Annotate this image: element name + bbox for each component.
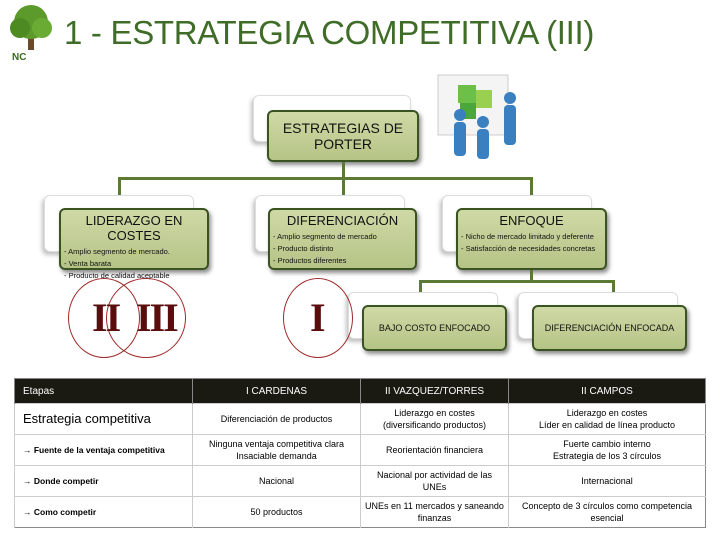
bullet: - Producto de calidad aceptable — [64, 271, 170, 280]
header-cell: Etapas — [14, 378, 193, 404]
connector — [419, 280, 422, 294]
bullet: - Producto distinto — [273, 244, 334, 253]
cell: Concepto de 3 círculos como competencia … — [508, 496, 706, 528]
cell: Ninguna ventaja competitiva clara Insaci… — [192, 434, 361, 466]
cell: Liderazgo en costes Líder en calidad de … — [508, 403, 706, 435]
cell: UNEs en 11 mercados y saneando finanzas — [360, 496, 509, 528]
marker-iii: III — [136, 295, 179, 340]
branch-liderazgo-costes: LIDERAZGO EN COSTES- Amplio segmento de … — [59, 208, 209, 280]
logo-tree-icon: NC — [10, 5, 52, 62]
cell: Reorientación financiera — [360, 434, 509, 466]
connector — [530, 177, 533, 199]
header-cell: I CARDENAS — [192, 378, 361, 404]
header-cell: II CAMPOS — [508, 378, 706, 404]
connector — [419, 280, 614, 283]
marker-i: I — [310, 295, 326, 340]
cell: Estrategia competitiva — [14, 403, 193, 435]
cell: Fuerte cambio interno Estrategia de los … — [508, 434, 706, 466]
cell: Nacional — [192, 465, 361, 497]
marker-ii: II — [92, 295, 121, 340]
connector — [612, 280, 615, 294]
sub-bajo-costo-enfocado: BAJO COSTO ENFOCADO — [362, 305, 507, 351]
cell: → Como competir — [14, 496, 193, 528]
sub-diferenciacion-enfocada: DIFERENCIACIÓN ENFOCADA — [532, 305, 687, 351]
branch-diferenciacion: DIFERENCIACIÓN- Amplio segmento de merca… — [268, 208, 417, 270]
connector — [118, 177, 121, 199]
branch-enfoque: ENFOQUE- Nicho de mercado limitado y def… — [456, 208, 607, 270]
connector — [342, 177, 345, 199]
cell: → Fuente de la ventaja competitiva — [14, 434, 193, 466]
team-puzzle-illustration-icon — [437, 74, 516, 159]
cell: → Donde competir — [14, 465, 193, 497]
bullet: - Satisfacción de necesidades concretas — [461, 244, 596, 253]
cell: Nacional por actividad de las UNEs — [360, 465, 509, 497]
venn-circle — [106, 278, 186, 358]
bullet: - Nicho de mercado limitado y deferente — [461, 232, 594, 241]
header-cell: II VAZQUEZ/TORRES — [360, 378, 509, 404]
slide-title: 1 - ESTRATEGIA COMPETITIVA (III) — [64, 14, 595, 51]
cell: Liderazgo en costes (diversificando prod… — [360, 403, 509, 435]
cell: Diferenciación de productos — [192, 403, 361, 435]
bullet: - Amplio segmento de mercado. — [64, 247, 170, 256]
connector — [342, 162, 345, 179]
bullet: - Venta barata — [64, 259, 112, 268]
bullet: - Amplio segmento de mercado — [273, 232, 377, 241]
bullet: - Productos diferentes — [273, 256, 347, 265]
porter-root-box: ESTRATEGIAS DE PORTER — [267, 110, 419, 162]
connector — [118, 177, 532, 180]
cell: Internacional — [508, 465, 706, 497]
cell: 50 productos — [192, 496, 361, 528]
svg-text:NC: NC — [12, 52, 26, 62]
connector — [530, 270, 533, 282]
venn-circle — [283, 278, 353, 358]
